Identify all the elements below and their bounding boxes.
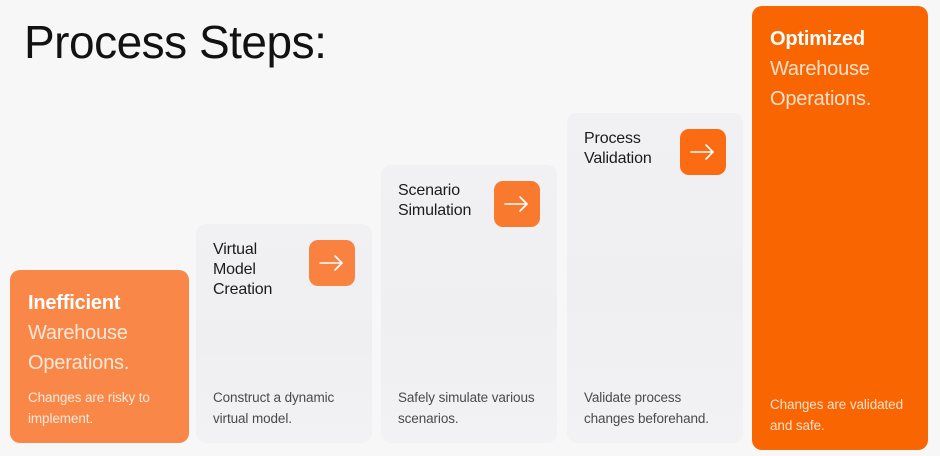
step-card-body: Changes are validated and safe. <box>770 394 910 436</box>
step-card-title: Inefficient Warehouse Operations. <box>28 288 171 378</box>
card-head-row: Scenario Simulation <box>398 181 540 227</box>
arrow-right-icon <box>504 195 530 213</box>
step-card-body-line2: implement. <box>28 411 94 426</box>
step-card-body-line2: scenarios. <box>398 411 459 426</box>
step-card-optimized[interactable]: Optimized Warehouse Operations. Changes … <box>752 6 928 450</box>
step-card-process-validation[interactable]: Process Validation Validate process chan… <box>567 113 743 443</box>
arrow-right-icon <box>319 254 345 272</box>
step-next-button[interactable] <box>494 181 540 227</box>
step-card-title-strong: Optimized <box>770 28 865 50</box>
step-next-button[interactable] <box>680 129 726 175</box>
step-card-body-line1: Changes are risky to <box>28 390 150 405</box>
step-card-body: Changes are risky to implement. <box>28 387 171 429</box>
step-card-title-line1: Process <box>584 130 641 147</box>
step-card-scenario-simulation[interactable]: Scenario Simulation Safely simulate vari… <box>381 165 557 443</box>
card-spacer <box>398 227 540 387</box>
step-card-body-line1: Validate process <box>584 390 682 405</box>
step-card-title-strong: Inefficient <box>28 292 121 314</box>
card-head-row: Process Validation <box>584 129 726 175</box>
step-card-body-line1: Construct a dynamic <box>213 390 335 405</box>
step-card-title: Scenario Simulation <box>398 181 471 221</box>
step-card-title: Process Validation <box>584 129 652 169</box>
step-card-body-line2: and safe. <box>770 418 825 433</box>
page-title: Process Steps: <box>24 16 327 68</box>
step-card-title-soft-line1: Warehouse <box>770 58 870 80</box>
step-card-body-line1: Safely simulate various <box>398 390 535 405</box>
step-card-title-line1: Virtual Model <box>213 241 258 278</box>
card-spacer <box>584 175 726 387</box>
card-spacer <box>28 378 171 387</box>
step-card-title-soft-line2: Operations. <box>28 352 130 374</box>
step-card-body: Validate process changes beforehand. <box>584 387 726 429</box>
step-card-title-line2: Simulation <box>398 202 472 219</box>
step-card-body-line2: virtual model. <box>213 411 292 426</box>
step-card-title: Optimized Warehouse Operations. <box>770 24 910 114</box>
step-card-title-line2: Validation <box>584 150 652 167</box>
arrow-right-icon <box>690 143 716 161</box>
card-spacer <box>213 300 355 387</box>
card-spacer <box>770 114 910 394</box>
step-card-body-line2: changes beforehand. <box>584 411 709 426</box>
step-card-virtual-model-creation[interactable]: Virtual Model Creation Construct a dynam… <box>196 224 372 443</box>
step-card-title-soft-line2: Operations. <box>770 88 872 110</box>
card-head-row: Virtual Model Creation <box>213 240 355 300</box>
step-card-body: Construct a dynamic virtual model. <box>213 387 355 429</box>
step-card-title-soft-line1: Warehouse <box>28 322 128 344</box>
step-card-title-line2: Creation <box>213 281 273 298</box>
step-card-body: Safely simulate various scenarios. <box>398 387 540 429</box>
step-card-title: Virtual Model Creation <box>213 240 301 300</box>
step-next-button[interactable] <box>309 240 355 286</box>
step-card-inefficient[interactable]: Inefficient Warehouse Operations. Change… <box>10 270 189 443</box>
step-card-body-line1: Changes are validated <box>770 397 903 412</box>
step-card-title-line1: Scenario <box>398 182 460 199</box>
